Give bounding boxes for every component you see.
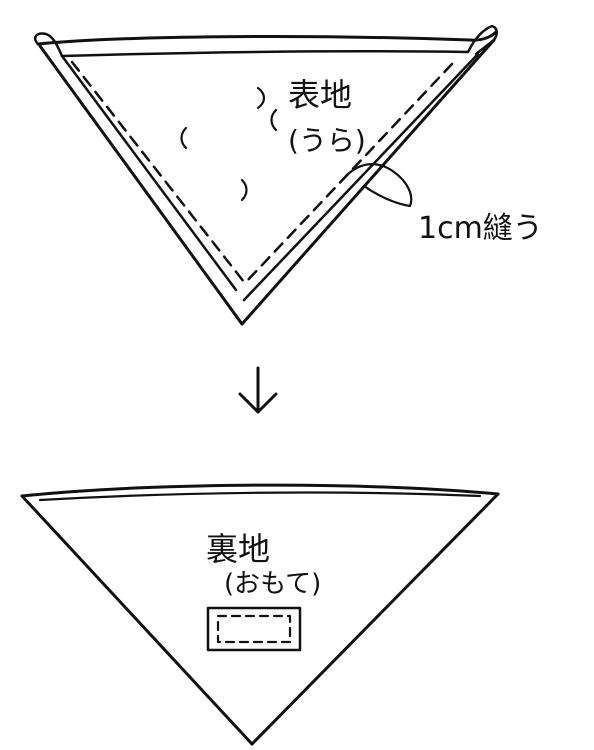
fabric-mark-1 — [180, 126, 188, 150]
top-panel: 表地 (うら) 1cm縫う — [34, 24, 543, 326]
fabric-mark-3 — [270, 108, 278, 132]
top-fabric-top-edge — [36, 30, 498, 46]
top-fabric-label: 表地 — [288, 76, 352, 114]
fabric-mark-4 — [240, 178, 248, 202]
bottom-side-label: (おもて) — [224, 569, 321, 599]
seam-allowance-label: 1cm縫う — [418, 211, 543, 246]
bottom-fabric-label: 裏地 — [206, 530, 270, 568]
down-arrow — [238, 366, 278, 414]
fabric-mark-2 — [256, 86, 266, 110]
seam-line-left — [70, 60, 246, 284]
seam-callout-bracket — [344, 163, 413, 208]
top-side-label: (うら) — [288, 124, 366, 157]
top-fabric-inner-left-line — [60, 54, 238, 292]
bottom-fabric-top-edge-lower — [38, 491, 482, 502]
down-arrow-head — [238, 392, 278, 414]
seam-line-right — [244, 62, 454, 284]
name-tag-patch — [206, 606, 302, 652]
top-fabric-left-edge — [38, 44, 244, 326]
top-right-corner-fold — [466, 24, 498, 56]
bottom-fabric-right-edge — [250, 492, 500, 746]
name-tag-stitch — [216, 614, 292, 644]
top-fabric-top-edge-lower — [60, 49, 470, 58]
bottom-panel: 裏地 (おもて) — [20, 483, 500, 746]
bottom-fabric-left-edge — [20, 494, 254, 746]
bottom-fabric-top-edge — [20, 483, 500, 498]
top-left-corner-fold — [34, 32, 64, 58]
top-fabric-inner-right-line — [242, 52, 480, 302]
top-fabric-right-edge — [240, 38, 496, 326]
